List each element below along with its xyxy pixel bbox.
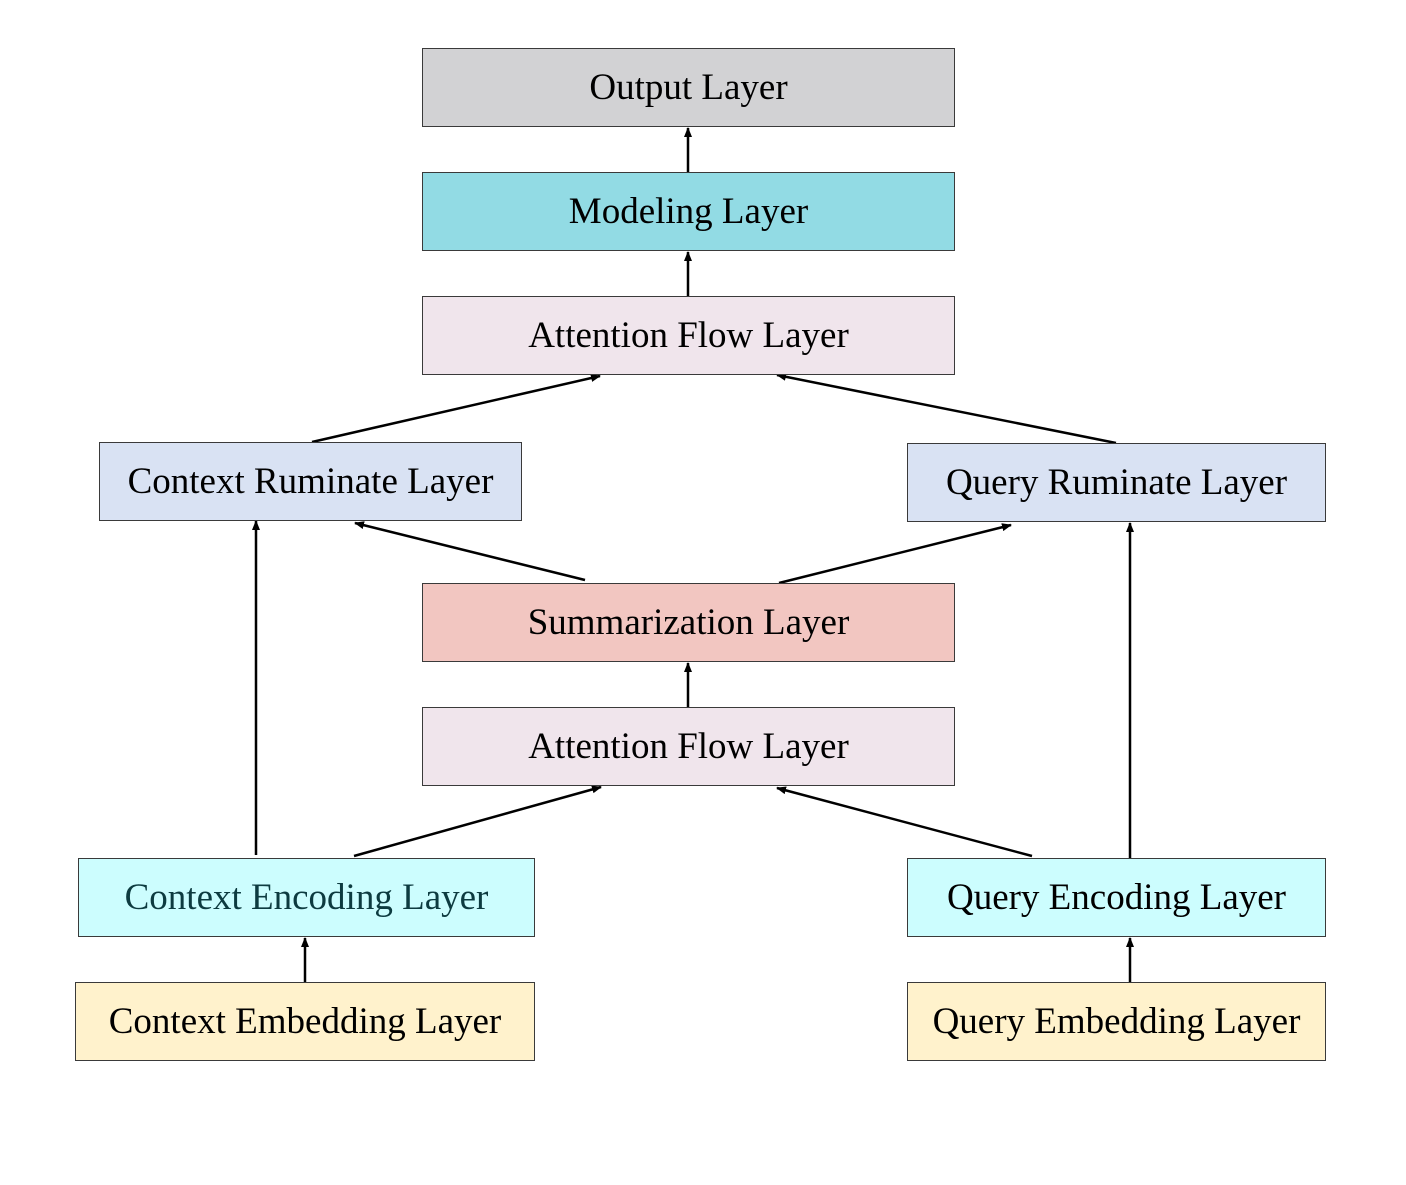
arrow-ctx-ruminate-to-attn-top [311, 374, 601, 444]
context-embedding-layer-label: Context Embedding Layer [108, 1001, 502, 1042]
arrow-ctx-encoding-to-attn-bottom [353, 785, 602, 858]
summarization-layer-label: Summarization Layer [527, 602, 850, 643]
attention-flow-layer-top-box: Attention Flow Layer [422, 296, 955, 375]
query-encoding-layer-label: Query Encoding Layer [946, 877, 1287, 918]
context-encoding-layer-label: Context Encoding Layer [124, 877, 489, 918]
context-embedding-layer-box: Context Embedding Layer [75, 982, 535, 1061]
query-embedding-layer-label: Query Embedding Layer [932, 1001, 1301, 1042]
attention-flow-layer-top-label: Attention Flow Layer [528, 315, 849, 356]
arrow-summarization-to-ctx-ruminate [354, 521, 586, 582]
context-encoding-layer-box: Context Encoding Layer [78, 858, 535, 937]
arrow-qry-encoding-to-attn-bottom [776, 786, 1033, 858]
attention-flow-layer-bottom-label: Attention Flow Layer [528, 726, 849, 767]
query-embedding-layer-box: Query Embedding Layer [907, 982, 1326, 1061]
summarization-layer-box: Summarization Layer [422, 583, 955, 662]
context-ruminate-layer-label: Context Ruminate Layer [127, 461, 494, 502]
attention-flow-layer-bottom-box: Attention Flow Layer [422, 707, 955, 786]
output-layer-box: Output Layer [422, 48, 955, 127]
modeling-layer-box: Modeling Layer [422, 172, 955, 251]
arrow-qry-ruminate-to-attn-top [776, 372, 1117, 445]
context-ruminate-layer-box: Context Ruminate Layer [99, 442, 522, 521]
query-ruminate-layer-box: Query Ruminate Layer [907, 443, 1326, 522]
query-encoding-layer-box: Query Encoding Layer [907, 858, 1326, 937]
output-layer-label: Output Layer [589, 67, 788, 108]
modeling-layer-label: Modeling Layer [568, 191, 809, 232]
arrow-summarization-to-qry-ruminate [778, 523, 1012, 585]
query-ruminate-layer-label: Query Ruminate Layer [945, 462, 1288, 503]
